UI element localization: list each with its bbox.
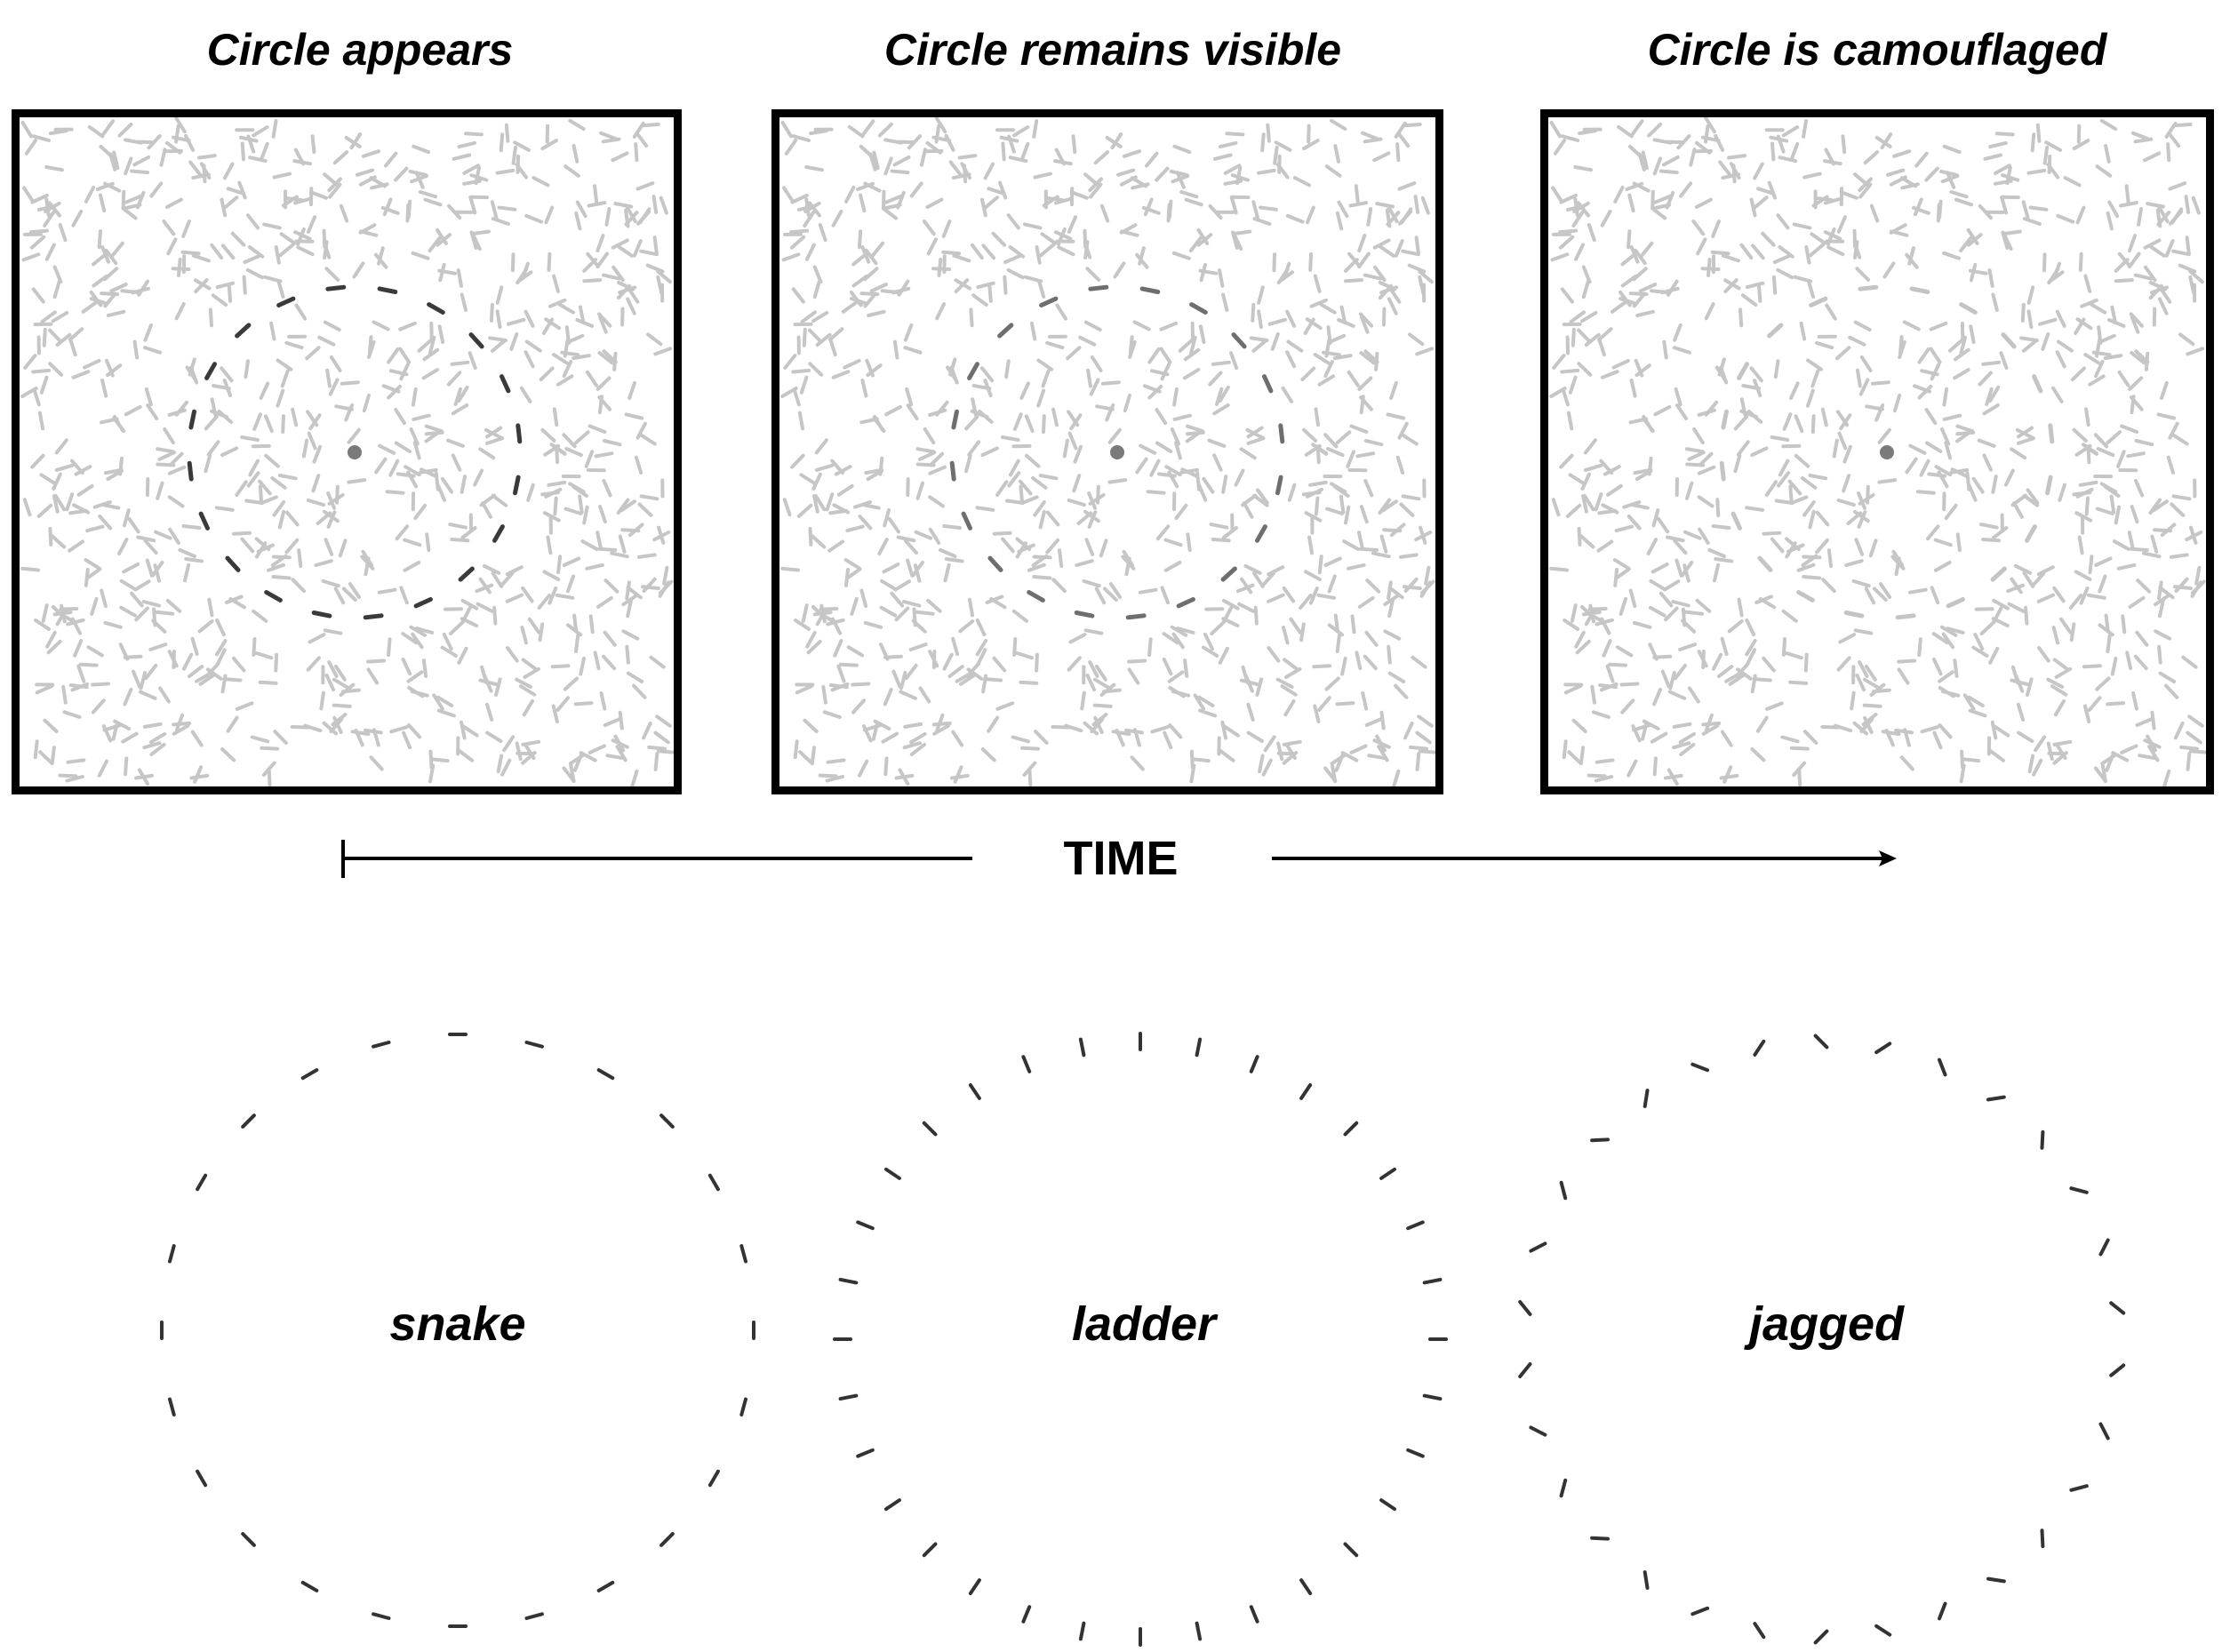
contour-types-illustration: [160, 1032, 2126, 1647]
stimulus-panel-circle-camouflaged: [1540, 109, 2214, 794]
contour-label-ladder: ladder: [1071, 1297, 1217, 1351]
contour-label-snake: snake: [389, 1297, 526, 1351]
fixation-dot: [1110, 445, 1124, 459]
stimulus-panel-circle-remains-visible: [771, 109, 1443, 794]
panel-title-circle-camouflaged: Circle is camouflaged: [1647, 25, 2107, 75]
time-label: TIME: [1063, 832, 1179, 885]
fixation-dot: [348, 445, 362, 459]
time-axis-arrow: [341, 840, 1897, 878]
contour-label-jagged: jagged: [1748, 1297, 1905, 1351]
panel-title-circle-appears: Circle appears: [206, 25, 514, 75]
stimulus-panel-circle-appears: [12, 109, 682, 794]
arrowhead-icon: [1879, 850, 1897, 866]
fixation-dot: [1880, 445, 1894, 459]
panel-title-circle-remains-visible: Circle remains visible: [883, 25, 1342, 75]
